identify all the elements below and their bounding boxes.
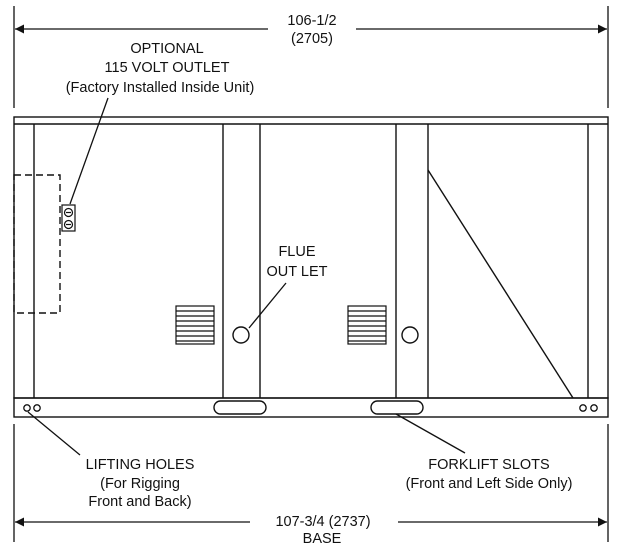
lifting-holes-label-line-2: (For Rigging: [100, 476, 180, 492]
service-panel-dashed: [13, 174, 61, 314]
flue-outlet-circle-right: [401, 326, 419, 344]
outlet-icon: [61, 204, 76, 232]
base-label: BASE: [303, 531, 342, 546]
outlet-label-line-2: 115 VOLT OUTLET: [105, 60, 230, 76]
forklift-slots-leader-line: [395, 413, 466, 454]
lifting-holes-left: [23, 404, 41, 412]
base-dimension: [13, 424, 609, 542]
flue-label-bg: [262, 239, 332, 283]
lifting-holes-leader-line: [27, 411, 81, 456]
outlet-label-line-3: (Factory Installed Inside Unit): [66, 80, 255, 96]
outlet-leader-line: [69, 97, 109, 205]
louver-left: [175, 305, 215, 345]
base-width-label: 107-3/4 (2737): [275, 514, 370, 530]
forklift-slot-right: [370, 400, 424, 415]
flue-outlet-circle-left: [232, 326, 250, 344]
base-rail: [13, 397, 609, 418]
top-width-label: 106-1/2: [287, 13, 336, 29]
outlet-label-line-1: OPTIONAL: [130, 41, 203, 57]
forklift-slot-left: [213, 400, 267, 415]
lifting-holes-right: [579, 404, 598, 412]
forklift-slots-label-line-1: FORKLIFT SLOTS: [428, 457, 549, 473]
diagonal-brace: [427, 169, 574, 399]
top-dimension: [13, 6, 609, 108]
lifting-holes-label-line-1: LIFTING HOLES: [86, 457, 195, 473]
flue-label-line-2: OUT LET: [267, 264, 328, 280]
top-width-metric-label: (2705): [291, 31, 333, 47]
flue-label-line-1: FLUE: [278, 244, 315, 260]
lifting-holes-label-line-3: Front and Back): [88, 494, 191, 510]
louver-right: [347, 305, 387, 345]
forklift-slots-label-line-2: (Front and Left Side Only): [406, 476, 573, 492]
flue-leader-line: [248, 282, 287, 329]
